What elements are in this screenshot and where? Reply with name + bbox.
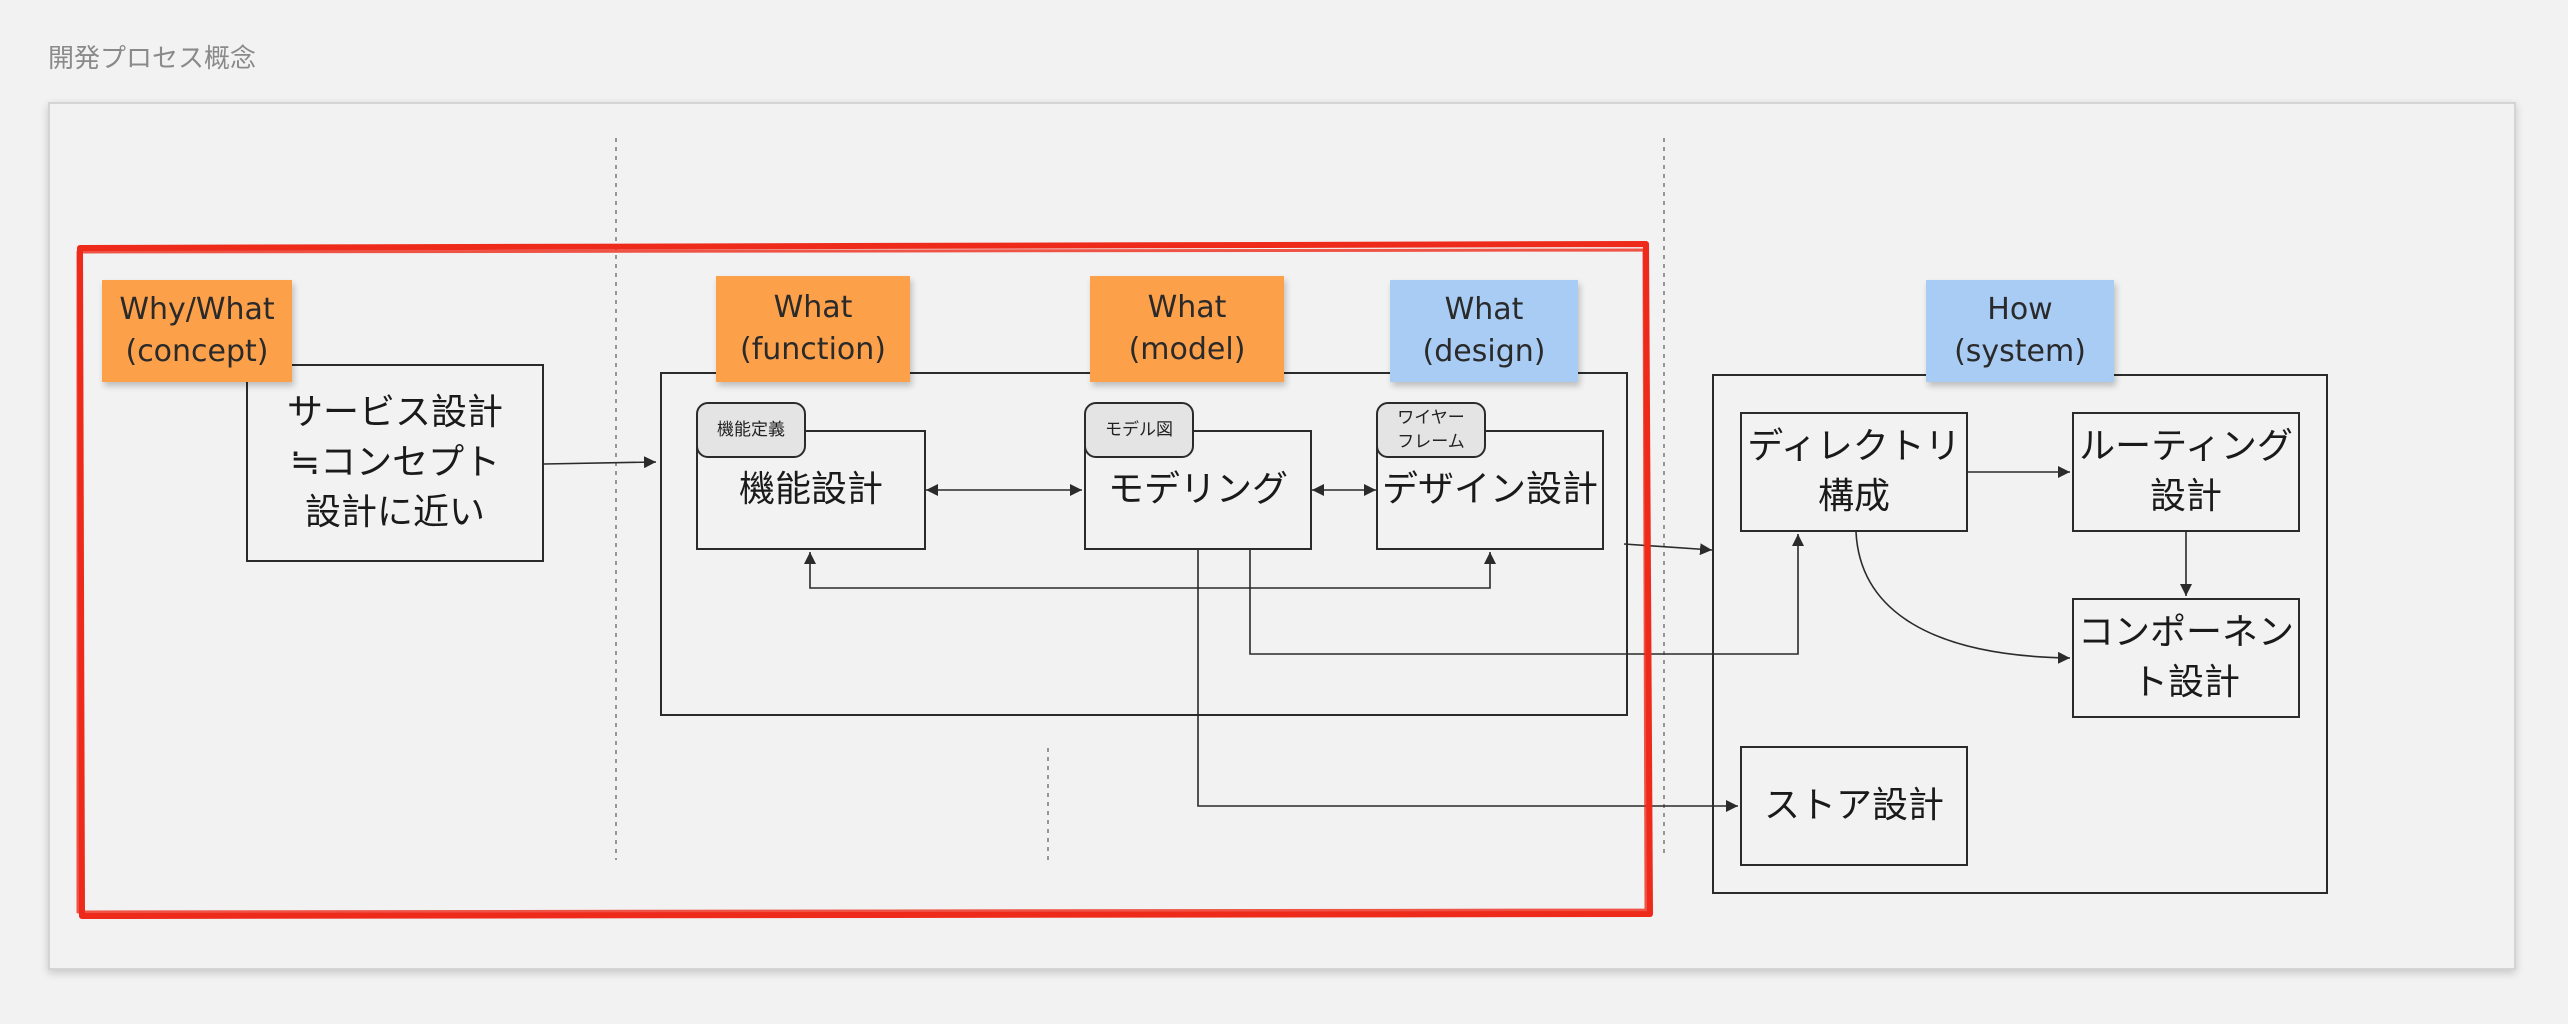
sticky-note-what-function[interactable]: What (function) (716, 276, 910, 382)
arrow-modeling-to-directory (1249, 534, 1804, 655)
sticky-note-how-system[interactable]: How (system) (1926, 280, 2114, 382)
sticky-note-why-what[interactable]: Why/What (concept) (102, 280, 292, 382)
directory-structure-box[interactable]: ディレクトリ 構成 (1740, 412, 1968, 532)
model-diagram-tag[interactable]: モデル図 (1084, 402, 1194, 458)
function-definition-tag[interactable]: 機能定義 (696, 402, 806, 458)
store-design-box[interactable]: ストア設計 (1740, 746, 1968, 866)
arrow-what-to-how (1623, 543, 1713, 556)
service-design-box[interactable]: サービス設計 ≒コンセプト 設計に近い (246, 364, 544, 562)
arrow-modeling-to-store (1197, 550, 1738, 812)
sticky-note-what-model[interactable]: What (model) (1090, 276, 1284, 382)
highlight-frame (76, 241, 1653, 919)
routing-design-box[interactable]: ルーティング 設計 (2072, 412, 2300, 532)
arrow-service-to-what (543, 456, 657, 469)
page-title: 開発プロセス概念 (48, 44, 257, 74)
wireframe-tag[interactable]: ワイヤー フレーム (1376, 402, 1486, 458)
arrow-function-design-loop (804, 552, 1496, 589)
component-design-box[interactable]: コンポーネン ト設計 (2072, 598, 2300, 718)
sticky-note-what-design[interactable]: What (design) (1390, 280, 1578, 382)
arrow-directory-to-component (1855, 531, 2071, 664)
